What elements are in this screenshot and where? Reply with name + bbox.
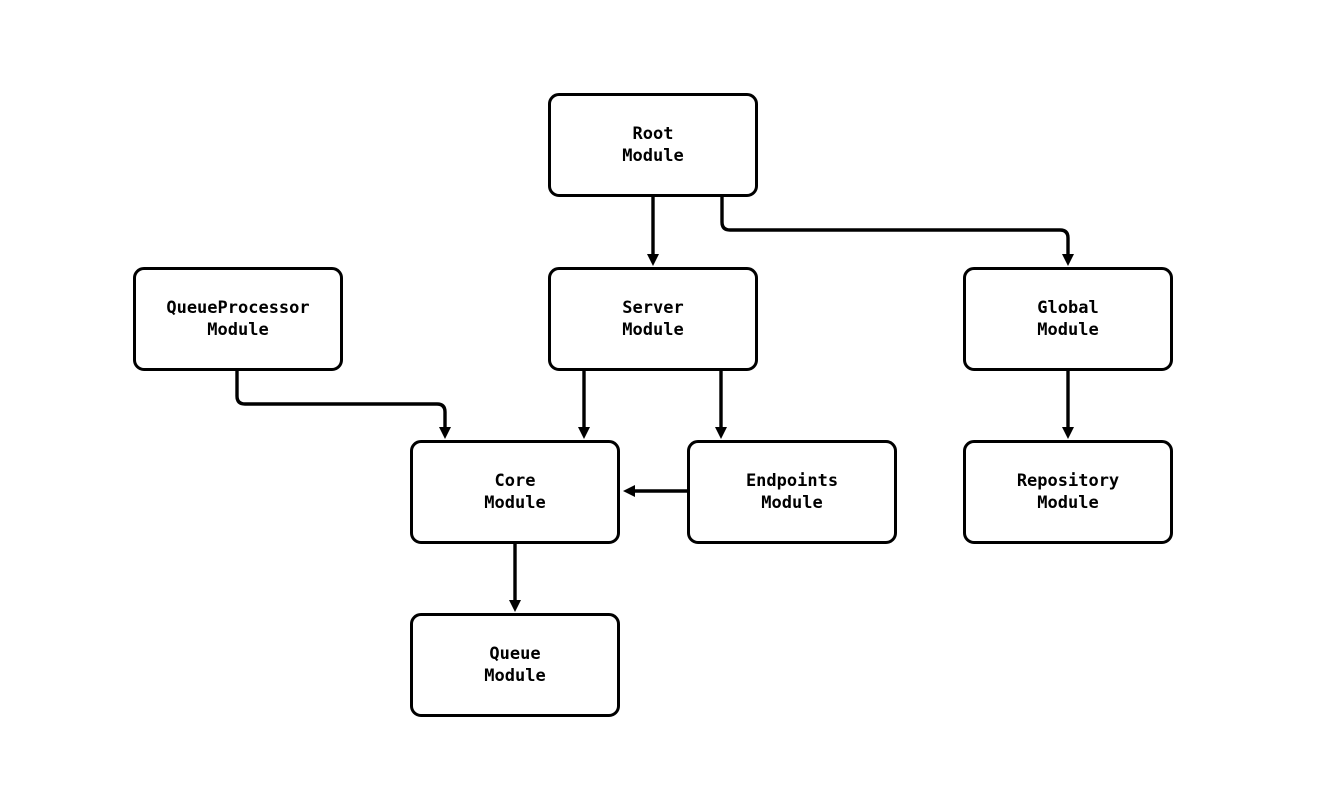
node-core-module[interactable]: Core Module: [410, 440, 620, 544]
node-global-module[interactable]: Global Module: [963, 267, 1173, 371]
node-root-module-label: Root Module: [622, 124, 684, 166]
node-queue-module[interactable]: Queue Module: [410, 613, 620, 717]
node-root-module[interactable]: Root Module: [548, 93, 758, 197]
node-queueprocessor-module[interactable]: QueueProcessor Module: [133, 267, 343, 371]
node-core-module-label: Core Module: [484, 471, 546, 513]
edge-root-global: [720, 197, 1074, 266]
node-server-module[interactable]: Server Module: [548, 267, 758, 371]
node-endpoints-module-label: Endpoints Module: [745, 471, 839, 513]
node-queue-module-label: Queue Module: [484, 644, 546, 686]
edge-queueprocessor-core: [235, 371, 451, 439]
node-queueprocessor-module-label: QueueProcessor Module: [166, 298, 310, 340]
node-global-module-label: Global Module: [1037, 298, 1099, 340]
node-repository-module[interactable]: Repository Module: [963, 440, 1173, 544]
node-repository-module-label: Repository Module: [1016, 471, 1120, 513]
node-endpoints-module[interactable]: Endpoints Module: [687, 440, 897, 544]
node-server-module-label: Server Module: [622, 298, 684, 340]
